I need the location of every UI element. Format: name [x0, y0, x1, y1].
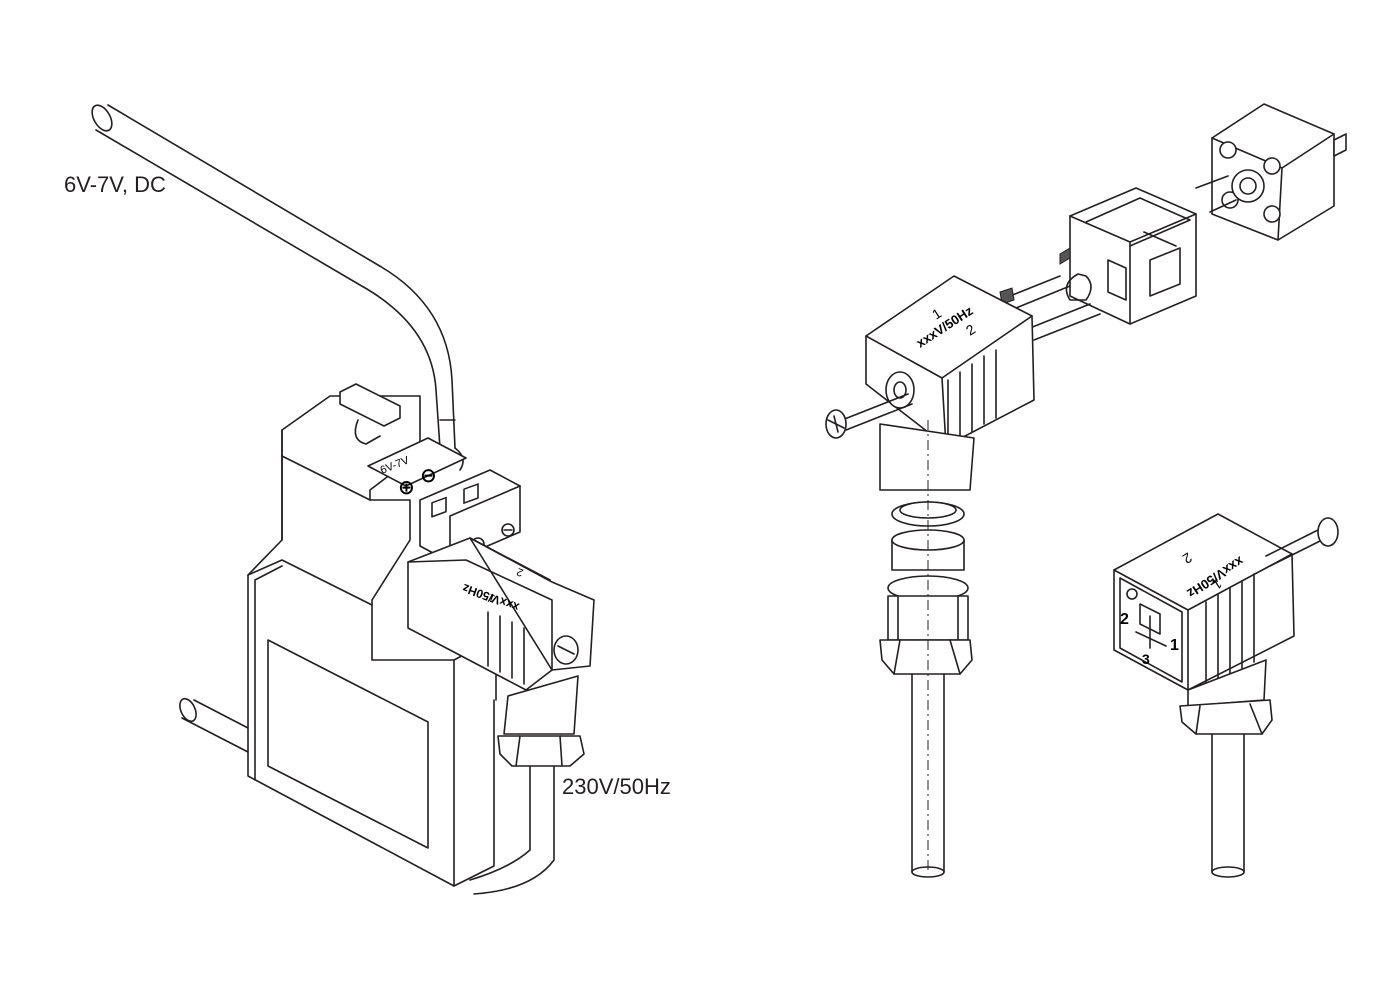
right-assembly: 2 1 3 xxxV/50Hz 1 2 [1113, 513, 1339, 878]
right-face-pin3: 3 [1142, 651, 1150, 667]
exploded-assembly: xxxV/50Hz 1 2 [825, 103, 1347, 878]
left-connector-pin1: 1 [487, 591, 497, 604]
mounting-rod [179, 697, 249, 753]
main-housing [247, 383, 497, 887]
exploded-cable [911, 673, 945, 878]
insert-carrier [1059, 187, 1197, 325]
left-assembly: 6V-7V ⊕ ⊖ xxxV/50Hz 1 2 [91, 104, 595, 895]
minus-terminal-symbol: ⊖ [420, 465, 437, 487]
ac-cable [469, 765, 555, 895]
left-connector-pin2: 2 [515, 565, 525, 578]
terminal-block: 6V-7V ⊕ ⊖ [367, 437, 521, 563]
plus-terminal-symbol: ⊕ [398, 477, 415, 499]
right-face-pin2: 2 [1120, 611, 1129, 628]
cable-gland-parts [879, 501, 973, 675]
right-face-pin1: 1 [1170, 637, 1179, 654]
left-plug-connector: xxxV/50Hz 1 2 [407, 537, 595, 767]
dc-supply-label: 6V-7V, DC [64, 172, 166, 197]
ac-supply-label: 230V/50Hz [562, 774, 671, 799]
connector-pins [999, 275, 1101, 341]
exploded-plug-connector: xxxV/50Hz 1 2 [825, 275, 1035, 491]
flange-socket [1195, 103, 1347, 241]
